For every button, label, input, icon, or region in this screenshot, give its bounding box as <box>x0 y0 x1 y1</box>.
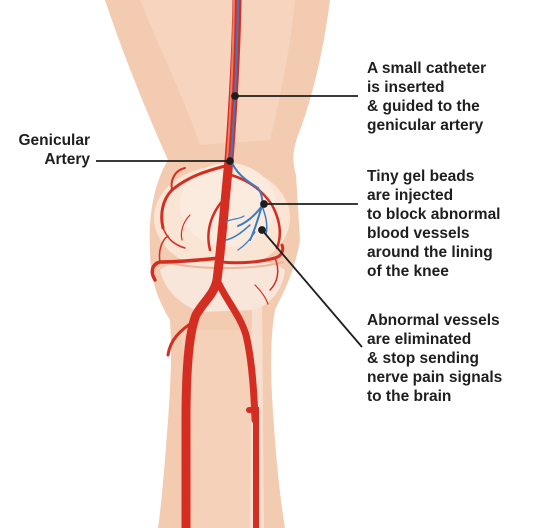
label-line: nerve pain signals <box>367 369 503 386</box>
abnormal-vessels-label: Abnormal vessels are eliminated & stop s… <box>367 311 502 406</box>
catheter <box>229 0 264 207</box>
label-line: to the brain <box>367 388 452 405</box>
label-line: & guided to the <box>367 98 480 115</box>
medial-branch-2 <box>170 167 186 191</box>
label-line: of the knee <box>367 263 449 280</box>
label-line: A small catheter <box>367 60 487 77</box>
small-vessel-4 <box>254 284 269 305</box>
lateral-artery <box>213 276 259 424</box>
leader-abnormal <box>261 229 363 348</box>
abnormal-vessel-5 <box>237 231 256 251</box>
small-vessel-5 <box>180 214 191 241</box>
leg-highlight <box>140 0 295 145</box>
abnormal-vessel-3 <box>261 205 268 235</box>
catheter-group <box>225 0 268 251</box>
lower-branch <box>246 407 259 528</box>
abnormal-vessel-6 <box>225 215 245 223</box>
leader-lines <box>96 92 363 348</box>
label-line: around the lining <box>367 244 493 261</box>
lateral-superior-genicular <box>229 173 281 250</box>
recurrent-branch <box>166 318 198 357</box>
label-line: Artery <box>44 151 90 168</box>
label-line: to block abnormal <box>367 206 501 223</box>
catheter-label: A small catheter is inserted & guided to… <box>367 59 486 135</box>
label-line: & stop sending <box>367 350 479 367</box>
label-line: Genicular <box>18 132 91 149</box>
label-line: Tiny gel beads <box>367 168 475 185</box>
leader-genicular-dot <box>226 157 234 165</box>
abnormal-vessel-4 <box>225 224 251 241</box>
small-vessel-1 <box>162 227 186 249</box>
artery-highlight <box>226 0 235 161</box>
small-vessel-3 <box>269 257 279 291</box>
genicular-artery-label: Genicular Artery <box>8 131 91 169</box>
leader-abnormal-dot <box>258 226 266 234</box>
label-line: blood vessels <box>367 225 470 242</box>
leader-catheter-dot <box>231 92 239 100</box>
label-line: are eliminated <box>367 331 472 348</box>
small-vessel-2 <box>158 235 169 263</box>
descending-genicular <box>207 193 230 252</box>
joint-line <box>165 261 285 269</box>
leader-beads-dot <box>260 200 268 208</box>
label-line: are injected <box>367 187 454 204</box>
label-line: Abnormal vessels <box>367 312 500 329</box>
gel-beads-label: Tiny gel beads are injected to block abn… <box>367 167 501 281</box>
shin-highlight <box>180 330 255 528</box>
label-line: genicular artery <box>367 117 484 134</box>
label-line: is inserted <box>367 79 445 96</box>
